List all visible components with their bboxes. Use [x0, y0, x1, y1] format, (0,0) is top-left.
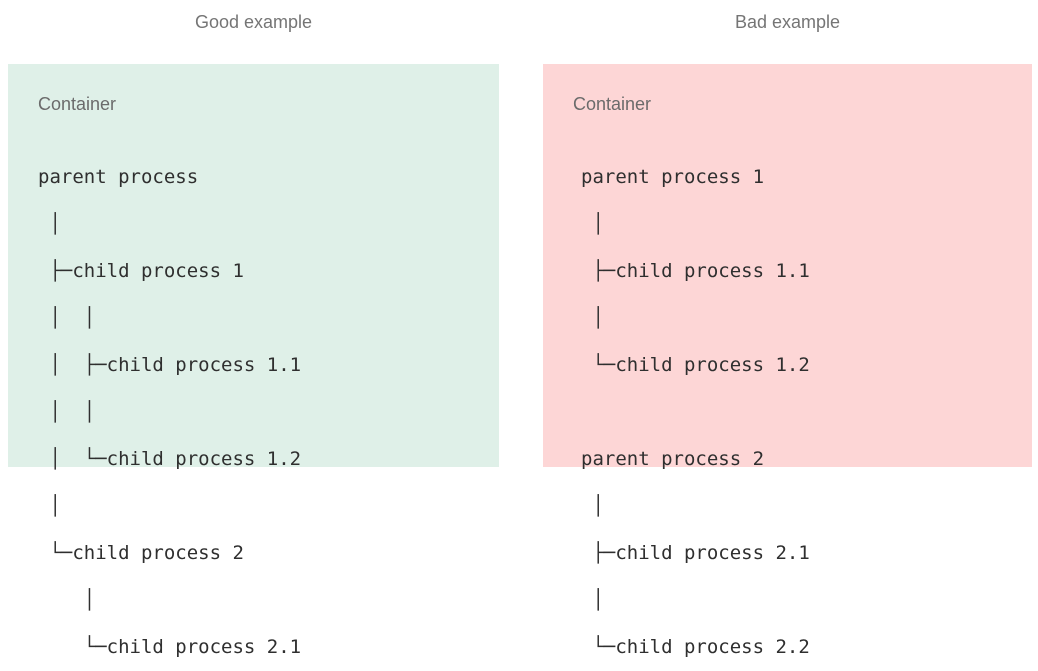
- bad-example-panel: Container parent process 1 │ ├─child pro…: [543, 64, 1032, 658]
- process-tree-bad: parent process 1 │ ├─child process 1.1 │…: [581, 166, 810, 658]
- process-tree-good: parent process │ ├─child process 1 │ │ │…: [38, 166, 302, 658]
- good-example-panel: Container parent process │ ├─child proce…: [8, 64, 499, 658]
- bad-example-title: Bad example: [734, 12, 841, 32]
- process-tree-comparison-diagram: Good example Bad example Container paren…: [8, 12, 1032, 658]
- container-label-good: Container: [38, 94, 117, 114]
- good-example-title: Good example: [194, 12, 313, 32]
- container-label-bad: Container: [573, 94, 652, 114]
